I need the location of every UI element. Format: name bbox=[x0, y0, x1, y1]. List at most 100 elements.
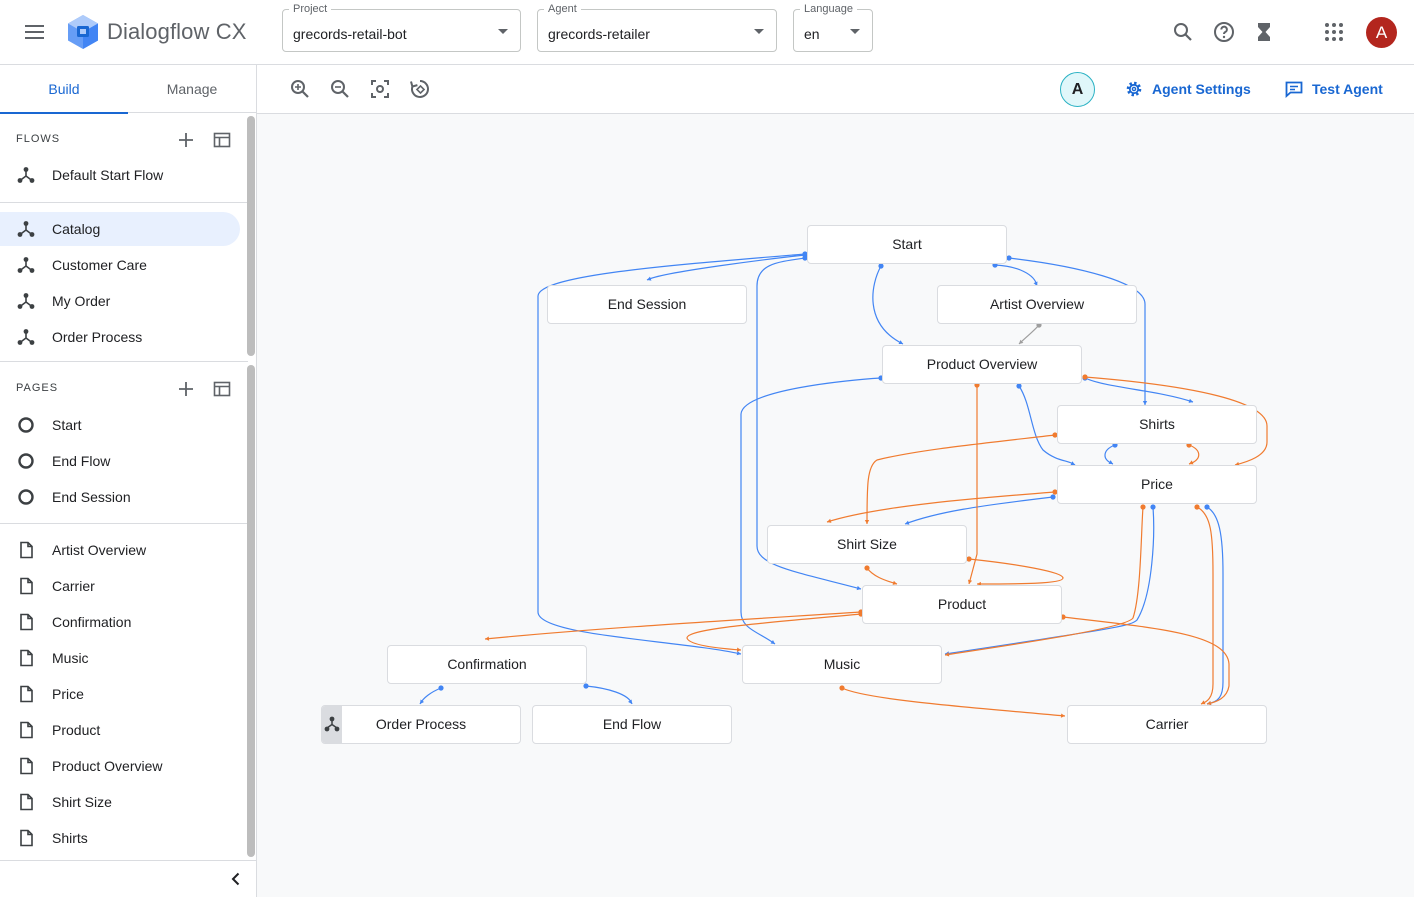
flow-icon bbox=[17, 293, 35, 309]
node-carrier[interactable]: Carrier bbox=[1067, 705, 1267, 744]
sidebar-page-shirts[interactable]: Shirts bbox=[0, 821, 240, 855]
flows-scrollbar[interactable] bbox=[247, 116, 255, 356]
sidebar-page-label: End Flow bbox=[52, 453, 111, 469]
hourglass-icon[interactable] bbox=[1252, 20, 1276, 44]
node-end-flow-label: End Flow bbox=[602, 716, 662, 732]
flows-table-icon[interactable] bbox=[211, 129, 233, 151]
sidebar-page-carrier[interactable]: Carrier bbox=[0, 569, 240, 603]
edge-price-music bbox=[944, 506, 1155, 655]
edge-shirts-price-orange bbox=[1188, 444, 1200, 465]
help-icon[interactable] bbox=[1212, 20, 1236, 44]
language-select[interactable]: Language en bbox=[793, 3, 873, 52]
agent-settings-button[interactable]: Agent Settings bbox=[1124, 77, 1254, 101]
tab-manage[interactable]: Manage bbox=[166, 81, 218, 97]
agent-select[interactable]: Agent grecords-retailer bbox=[537, 3, 777, 52]
sidebar-flow-label: My Order bbox=[52, 293, 111, 309]
add-page-icon[interactable] bbox=[175, 378, 197, 400]
edge-arrowhead bbox=[1060, 713, 1065, 718]
node-artist-overview-label: Artist Overview bbox=[989, 296, 1085, 312]
node-end-session-label: End Session bbox=[607, 296, 687, 312]
flow-icon bbox=[17, 167, 35, 183]
node-product-overview-label: Product Overview bbox=[926, 356, 1038, 372]
node-music[interactable]: Music bbox=[742, 645, 942, 684]
project-select-value: grecords-retail-bot bbox=[293, 26, 407, 42]
sidebar-flow-my-order[interactable]: My Order bbox=[0, 284, 240, 318]
edge-arrowhead bbox=[736, 647, 741, 652]
add-flow-icon[interactable] bbox=[175, 129, 197, 151]
project-select[interactable]: Project grecords-retail-bot bbox=[282, 3, 521, 52]
apps-grid-icon[interactable] bbox=[1322, 20, 1346, 44]
node-start-label: Start bbox=[892, 236, 922, 252]
node-product[interactable]: Product bbox=[862, 585, 1062, 624]
sidebar-page-end-flow[interactable]: End Flow bbox=[0, 444, 240, 478]
node-price-label: Price bbox=[1141, 476, 1173, 492]
sidebar-page-end-session[interactable]: End Session bbox=[0, 480, 240, 514]
sidebar-page-price[interactable]: Price bbox=[0, 677, 240, 711]
sidebar-page-label: Artist Overview bbox=[52, 542, 147, 558]
edge-start-dot bbox=[1204, 504, 1210, 510]
language-select-label: Language bbox=[800, 3, 857, 15]
node-carrier-label: Carrier bbox=[1145, 716, 1189, 732]
edge-music-carrier bbox=[841, 687, 1066, 717]
account-avatar[interactable]: A bbox=[1366, 17, 1397, 48]
sidebar-page-label: Confirmation bbox=[52, 614, 132, 630]
flow-graph-canvas[interactable]: Start End Session Artist Overview Produc… bbox=[257, 114, 1414, 897]
edge-arrowhead bbox=[892, 580, 897, 585]
pages-scrollbar[interactable] bbox=[247, 365, 255, 857]
edge-start-dot bbox=[878, 263, 884, 269]
zoom-out-icon[interactable] bbox=[328, 77, 352, 101]
edge-arrowhead bbox=[905, 520, 910, 525]
node-confirmation[interactable]: Confirmation bbox=[387, 645, 587, 684]
node-music-label: Music bbox=[823, 656, 861, 672]
sidebar-flow-customer-care[interactable]: Customer Care bbox=[0, 248, 240, 282]
sidebar-flow-catalog[interactable]: Catalog bbox=[0, 212, 240, 246]
edge-arrowhead bbox=[736, 651, 741, 656]
node-end-session[interactable]: End Session bbox=[547, 285, 747, 324]
sidebar-page-product-overview[interactable]: Product Overview bbox=[0, 749, 240, 783]
edge-product-overview-price bbox=[1018, 385, 1076, 466]
project-select-label: Project bbox=[289, 3, 332, 15]
reset-layout-icon[interactable] bbox=[408, 77, 432, 101]
node-shirt-size[interactable]: Shirt Size bbox=[767, 525, 967, 564]
chevron-left-icon[interactable] bbox=[226, 869, 246, 889]
node-artist-overview[interactable]: Artist Overview bbox=[937, 285, 1137, 324]
node-price[interactable]: Price bbox=[1057, 465, 1257, 504]
divider bbox=[0, 523, 248, 524]
edge-arrowhead bbox=[628, 699, 632, 704]
node-start[interactable]: Start bbox=[807, 225, 1007, 264]
page-icon bbox=[20, 829, 33, 847]
language-select-value: en bbox=[804, 26, 820, 42]
page-icon bbox=[20, 613, 33, 631]
pages-table-icon[interactable] bbox=[211, 378, 233, 400]
sidebar-page-artist-overview[interactable]: Artist Overview bbox=[0, 533, 240, 567]
node-confirmation-label: Confirmation bbox=[447, 656, 527, 672]
edge-product-confirmation bbox=[484, 611, 862, 640]
sidebar-page-confirmation[interactable]: Confirmation bbox=[0, 605, 240, 639]
node-product-overview[interactable]: Product Overview bbox=[882, 345, 1082, 384]
edge-price-carrier-orange bbox=[1196, 506, 1214, 705]
zoom-in-icon[interactable] bbox=[288, 77, 312, 101]
fit-to-screen-icon[interactable] bbox=[368, 77, 392, 101]
edge-arrowhead bbox=[945, 652, 950, 657]
circle-icon bbox=[18, 489, 34, 505]
dialogflow-logo-icon bbox=[68, 15, 98, 49]
sidebar-page-shirt-size[interactable]: Shirt Size bbox=[0, 785, 240, 819]
node-end-flow[interactable]: End Flow bbox=[532, 705, 732, 744]
sidebar-page-start[interactable]: Start bbox=[0, 408, 240, 442]
sidebar-page-label: Carrier bbox=[52, 578, 95, 594]
node-shirts[interactable]: Shirts bbox=[1057, 405, 1257, 444]
sidebar-flow-default-start[interactable]: Default Start Flow bbox=[0, 158, 240, 192]
tab-build[interactable]: Build bbox=[0, 65, 128, 114]
sidebar-flow-order-process[interactable]: Order Process bbox=[0, 320, 240, 354]
agent-avatar-chip[interactable]: A bbox=[1060, 72, 1095, 107]
search-icon[interactable] bbox=[1171, 20, 1195, 44]
sidebar-page-music[interactable]: Music bbox=[0, 641, 240, 675]
edge-start-product bbox=[756, 257, 862, 590]
page-icon bbox=[20, 793, 33, 811]
edge-arrowhead bbox=[1070, 461, 1075, 466]
node-order-process[interactable]: Order Process bbox=[321, 705, 521, 744]
sidebar-page-product[interactable]: Product bbox=[0, 713, 240, 747]
test-agent-button[interactable]: Test Agent bbox=[1284, 77, 1394, 101]
edge-product-overview-price-orange bbox=[1084, 376, 1268, 466]
main-menu-icon[interactable] bbox=[22, 21, 48, 43]
